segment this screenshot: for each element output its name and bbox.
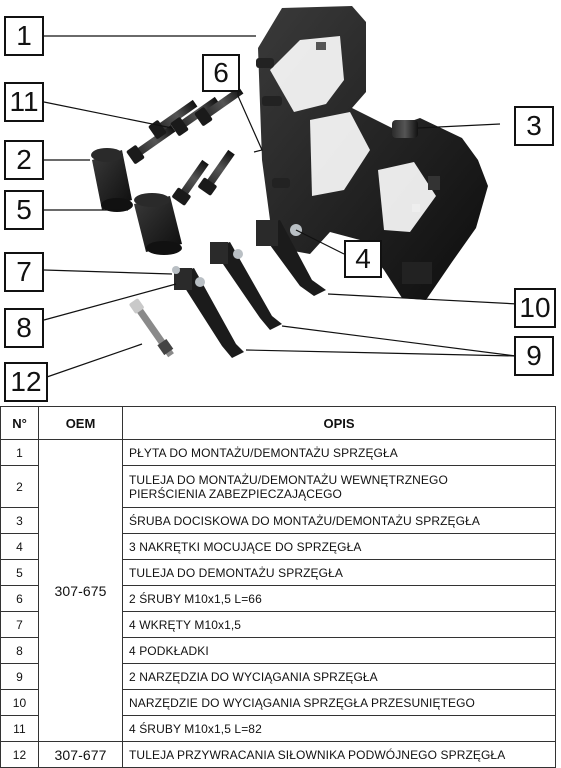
sleeve-small [134, 193, 182, 255]
row-description: 4 PODKŁADKI [122, 637, 556, 664]
header-oem: OEM [38, 406, 123, 440]
table-row: 11 4 ŚRUBY M10x1,5 L=82 [0, 715, 556, 742]
row-number: 1 [0, 439, 39, 466]
callout-7: 7 [4, 252, 44, 292]
callout-11: 11 [4, 82, 44, 122]
mounting-plate [256, 6, 488, 300]
parts-table: N° OEM OPIS 1 307-675 PŁYTA DO MONTAŻU/D… [0, 406, 556, 768]
callout-9: 9 [514, 336, 554, 376]
tool-kit-drawing [43, 6, 519, 379]
row-description: 2 ŚRUBY M10x1,5 L=66 [122, 585, 556, 612]
row-description: PŁYTA DO MONTAŻU/DEMONTAŻU SPRZĘGŁA [122, 439, 556, 466]
row-number: 2 [0, 465, 39, 508]
row-number: 7 [0, 611, 39, 638]
table-row: 3 ŚRUBA DOCISKOWA DO MONTAŻU/DEMONTAŻU S… [0, 507, 556, 534]
table-row: 12 307-677 TULEJA PRZYWRACANIA SIŁOWNIKA… [0, 741, 556, 768]
row-description: ŚRUBA DOCISKOWA DO MONTAŻU/DEMONTAŻU SPR… [122, 507, 556, 534]
table-row: 6 2 ŚRUBY M10x1,5 L=66 [0, 585, 556, 612]
row-description: 2 NARZĘDZIA DO WYCIĄGANIA SPRZĘGŁA [122, 663, 556, 690]
row-description: TULEJA PRZYWRACANIA SIŁOWNIKA PODWÓJNEGO… [122, 741, 556, 768]
row-number: 9 [0, 663, 39, 690]
table-row: 1 307-675 PŁYTA DO MONTAŻU/DEMONTAŻU SPR… [0, 439, 556, 742]
row-number: 4 [0, 533, 39, 560]
extraction-hooks [174, 220, 326, 358]
row-number: 8 [0, 637, 39, 664]
row-description: 4 ŚRUBY M10x1,5 L=82 [122, 715, 556, 742]
row-description: 4 WKRĘTY M10x1,5 [122, 611, 556, 638]
callout-6: 6 [202, 54, 240, 92]
tool-kit-illustration: 1 6 11 3 2 5 4 7 10 8 9 12 [4, 6, 556, 402]
row-number: 10 [0, 689, 39, 716]
table-row: 8 4 PODKŁADKI [0, 637, 556, 664]
callout-5: 5 [4, 190, 44, 230]
callout-4: 4 [344, 240, 382, 278]
callout-10: 10 [514, 288, 556, 328]
row-description: 3 NAKRĘTKI MOCUJĄCE DO SPRZĘGŁA [122, 533, 556, 560]
bolt-set [126, 86, 244, 206]
row-oem: 307-677 [38, 741, 123, 768]
row-number: 11 [0, 715, 39, 742]
restoring-sleeve-tool [129, 298, 174, 358]
table-row: 4 3 NAKRĘTKI MOCUJĄCE DO SPRZĘGŁA [0, 533, 556, 560]
callout-8: 8 [4, 308, 44, 348]
table-row: 7 4 WKRĘTY M10x1,5 [0, 611, 556, 638]
callout-2: 2 [4, 140, 44, 180]
oem-group-code: 307-675 [38, 439, 123, 742]
row-description: NARZĘDZIE DO WYCIĄGANIA SPRZĘGŁA PRZESUN… [122, 689, 556, 716]
pressure-screw [392, 120, 418, 138]
header-number: N° [0, 406, 39, 440]
leader-lines [43, 35, 519, 379]
header-description: OPIS [122, 406, 556, 440]
callout-1: 1 [4, 16, 44, 56]
callout-3: 3 [514, 106, 554, 146]
table-row: 2 TULEJA DO MONTAŻU/DEMONTAŻU WEWNĘTRZNE… [0, 465, 556, 508]
row-description: TULEJA DO DEMONTAŻU SPRZĘGŁA [122, 559, 556, 586]
sleeve-large [91, 148, 133, 212]
row-number: 5 [0, 559, 39, 586]
row-number: 12 [0, 741, 39, 768]
row-number: 6 [0, 585, 39, 612]
table-header-row: N° OEM OPIS [0, 406, 556, 440]
row-number: 3 [0, 507, 39, 534]
callout-12: 12 [4, 362, 48, 402]
row-description: TULEJA DO MONTAŻU/DEMONTAŻU WEWNĘTRZNEGO… [122, 465, 556, 508]
